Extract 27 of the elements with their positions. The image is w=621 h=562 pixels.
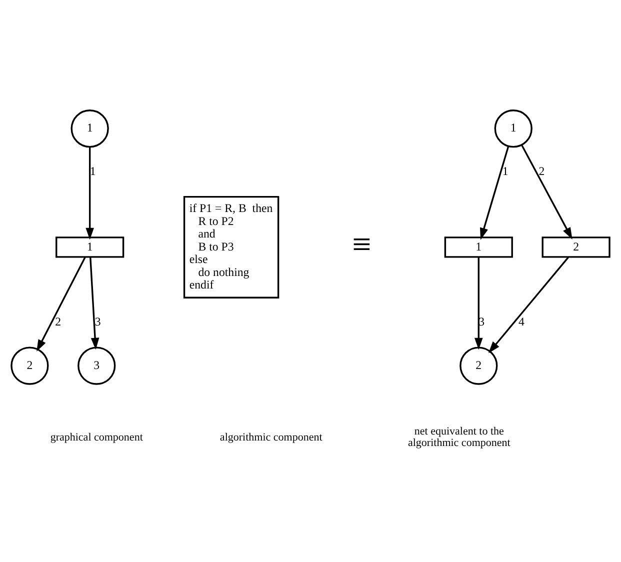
node-box: 1: [444, 236, 513, 258]
label: graphical component: [50, 430, 143, 443]
edge-label: 2: [538, 163, 545, 178]
arrow: [36, 256, 86, 352]
node-box: 1: [56, 236, 124, 258]
edge-label: 1: [502, 163, 508, 178]
node-circle: 1: [70, 109, 109, 148]
node-box: if P1 = R, B then R to P2 and B to P3 else do nothing endif: [183, 195, 280, 298]
arrow: [520, 144, 572, 239]
arrow: [90, 256, 100, 350]
label: ≡: [352, 226, 372, 264]
arrow: [474, 256, 483, 350]
edge-label: 3: [478, 314, 485, 328]
arrow: [480, 145, 510, 240]
label: net equivalent to the algorithmic component: [408, 424, 510, 449]
node-circle: 1: [494, 109, 532, 148]
node-box: 2: [542, 236, 610, 258]
edge-label: 4: [518, 314, 524, 328]
edge-label: 2: [55, 314, 62, 328]
arrow: [488, 256, 570, 353]
arrow: [86, 146, 94, 240]
label: algorithmic component: [220, 430, 322, 443]
edge-label: 3: [94, 314, 101, 328]
edge-label: 1: [90, 163, 96, 178]
node-circle: 3: [78, 346, 116, 384]
node-circle: 2: [10, 346, 49, 384]
node-circle: 2: [460, 346, 498, 384]
